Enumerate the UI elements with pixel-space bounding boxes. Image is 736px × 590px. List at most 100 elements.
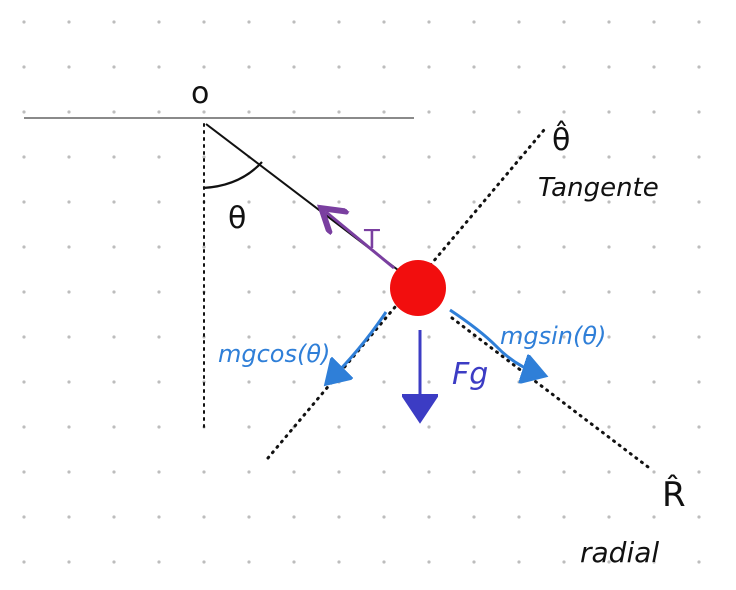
grid-dot xyxy=(247,560,251,564)
grid-dot xyxy=(652,155,656,159)
grid-dot xyxy=(562,155,566,159)
grid-dot xyxy=(697,470,701,474)
grid-dot xyxy=(292,20,296,24)
grid-dot xyxy=(67,245,71,249)
grid-dot xyxy=(562,425,566,429)
grid-dot xyxy=(562,515,566,519)
grid-dot xyxy=(22,290,26,294)
grid-dot xyxy=(112,290,116,294)
grid-dot xyxy=(562,560,566,564)
grid-dot xyxy=(22,20,26,24)
gravity-label: Fg xyxy=(452,357,488,392)
grid-dot xyxy=(157,65,161,69)
grid-dot xyxy=(112,110,116,114)
tangent-axis xyxy=(266,128,546,460)
grid-dot xyxy=(697,515,701,519)
mgsin-label: mgsin(θ) xyxy=(500,322,606,350)
grid-dot xyxy=(67,110,71,114)
grid-dot xyxy=(247,110,251,114)
grid-dot xyxy=(652,290,656,294)
radial-axis xyxy=(450,316,654,472)
grid-dot xyxy=(562,65,566,69)
grid-dot xyxy=(292,335,296,339)
grid-dot xyxy=(202,560,206,564)
grid-dot xyxy=(517,65,521,69)
grid-dot xyxy=(202,245,206,249)
mgsin-component-arrow xyxy=(449,308,540,374)
grid-dot xyxy=(337,470,341,474)
grid-dot xyxy=(382,425,386,429)
grid-dot xyxy=(292,470,296,474)
grid-dot xyxy=(337,110,341,114)
grid-dot xyxy=(382,515,386,519)
grid-dot xyxy=(427,155,431,159)
grid-dot xyxy=(697,20,701,24)
grid-dot xyxy=(337,515,341,519)
grid-dot xyxy=(652,335,656,339)
grid-dot xyxy=(697,110,701,114)
grid-dot xyxy=(292,110,296,114)
grid-dot xyxy=(112,515,116,519)
grid-dot xyxy=(607,200,611,204)
grid-dot xyxy=(247,470,251,474)
grid-dot xyxy=(652,65,656,69)
grid-dot xyxy=(22,515,26,519)
tangent-label: Tangente xyxy=(538,173,659,203)
grid-dot xyxy=(157,515,161,519)
grid-dot xyxy=(517,245,521,249)
grid-dot xyxy=(157,335,161,339)
grid-dot xyxy=(112,560,116,564)
grid-dot xyxy=(472,380,476,384)
grid-dot xyxy=(202,470,206,474)
grid-dot xyxy=(517,335,521,339)
grid-dot xyxy=(337,290,341,294)
grid-dot xyxy=(607,290,611,294)
grid-dot xyxy=(472,290,476,294)
grid-dot xyxy=(337,200,341,204)
grid-dot xyxy=(607,155,611,159)
grid-dot xyxy=(472,560,476,564)
grid-dot xyxy=(382,380,386,384)
grid-dot xyxy=(67,290,71,294)
grid-dot xyxy=(157,20,161,24)
grid-dot xyxy=(607,110,611,114)
grid-dot xyxy=(607,380,611,384)
grid-dot xyxy=(22,425,26,429)
grid-dot xyxy=(607,65,611,69)
grid-dot xyxy=(652,470,656,474)
grid-dot xyxy=(517,20,521,24)
grid-dot xyxy=(292,290,296,294)
grid-dot xyxy=(652,245,656,249)
grid-dot xyxy=(472,65,476,69)
grid-dot xyxy=(202,110,206,114)
grid-dot xyxy=(22,335,26,339)
grid-dot xyxy=(382,290,386,294)
mgcos-label: mgcos(θ) xyxy=(218,340,330,368)
grid-dot xyxy=(157,380,161,384)
grid-dot xyxy=(292,245,296,249)
grid-dot xyxy=(157,110,161,114)
grid-dot xyxy=(517,290,521,294)
grid-dot xyxy=(292,200,296,204)
grid-dot xyxy=(112,20,116,24)
grid-dot xyxy=(427,470,431,474)
grid-dot xyxy=(607,560,611,564)
grid-dot xyxy=(157,245,161,249)
grid-dot xyxy=(22,470,26,474)
grid-dot xyxy=(382,200,386,204)
grid-dot xyxy=(697,200,701,204)
grid-dot xyxy=(337,20,341,24)
grid-dot xyxy=(157,560,161,564)
grid-dot xyxy=(652,200,656,204)
grid-dot xyxy=(337,65,341,69)
grid-dot xyxy=(157,470,161,474)
grid-dot xyxy=(22,65,26,69)
grid-dot xyxy=(337,335,341,339)
grid-dot xyxy=(157,155,161,159)
grid-dot xyxy=(652,110,656,114)
grid-dot xyxy=(112,245,116,249)
grid-dot xyxy=(292,515,296,519)
grid-dot xyxy=(67,335,71,339)
